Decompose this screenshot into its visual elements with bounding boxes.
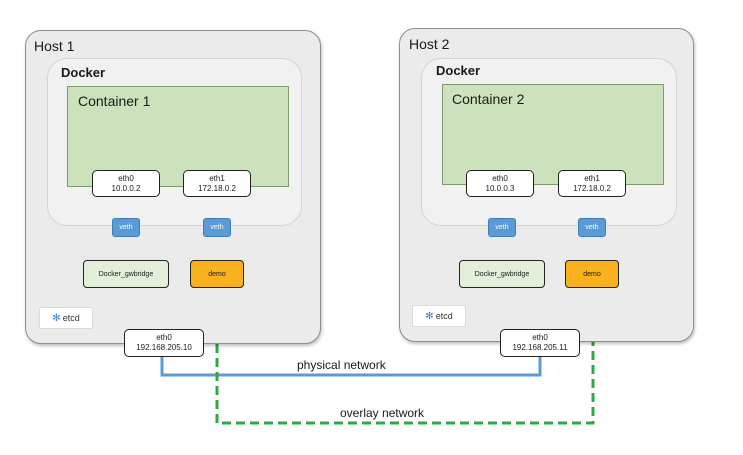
host-1-etcd: ✻ etcd (39, 307, 93, 329)
overlay-network-label: overlay network (340, 406, 425, 420)
host-2-title: Host 2 (409, 36, 450, 52)
container-1-eth0: eth0 10.0.0.2 (92, 170, 160, 197)
etcd-logo-icon: ✻ (52, 312, 61, 324)
host-2-docker-gwbridge: Docker_gwbridge (459, 260, 545, 288)
host-1-eth0: eth0 192.168.205.10 (124, 329, 204, 357)
host-2-demo-bridge: demo (565, 260, 619, 288)
container-2-eth1: eth1 172.18.0.2 (558, 170, 626, 197)
container-2-title: Container 2 (452, 91, 525, 107)
host-2-etcd: ✻ etcd (412, 305, 466, 327)
host-2-docker-title: Docker (436, 63, 481, 78)
iface-name: eth0 (118, 173, 134, 183)
iface-name: eth0 (156, 333, 172, 342)
iface-name: eth1 (209, 173, 225, 183)
container-2-eth0: eth0 10.0.0.3 (466, 170, 534, 197)
host-1-title: Host 1 (34, 38, 75, 54)
iface-ip: 172.18.0.2 (573, 183, 611, 193)
iface-ip: 10.0.0.3 (485, 183, 515, 193)
iface-name: eth1 (584, 173, 600, 183)
iface-name: eth0 (492, 173, 508, 183)
container-2-box (442, 84, 664, 185)
container-1-eth1: eth1 172.18.0.2 (183, 170, 251, 197)
physical-network-label: physical network (297, 358, 386, 372)
host-1-demo-bridge: demo (190, 260, 244, 288)
etcd-logo-icon: ✻ (425, 310, 434, 322)
iface-ip: 192.168.205.10 (136, 343, 192, 352)
iface-ip: 192.168.205.11 (512, 343, 568, 352)
host-2-eth0: eth0 192.168.205.11 (500, 329, 580, 357)
host-1-veth-b: veth (203, 218, 231, 237)
physical-network-line (160, 356, 542, 377)
etcd-label: etcd (62, 313, 80, 323)
host-1-veth-a: veth (112, 218, 140, 237)
host-2-veth-b: veth (578, 218, 606, 237)
iface-name: eth0 (532, 333, 548, 342)
host-1-docker-title: Docker (61, 65, 106, 80)
host-2-veth-a: veth (488, 218, 516, 237)
iface-ip: 10.0.0.2 (111, 183, 141, 193)
etcd-label: etcd (435, 311, 453, 321)
iface-ip: 172.18.0.2 (198, 183, 236, 193)
container-1-title: Container 1 (78, 93, 151, 109)
overlay-network-line (215, 288, 595, 425)
host-1-docker-gwbridge: Docker_gwbridge (83, 260, 169, 288)
